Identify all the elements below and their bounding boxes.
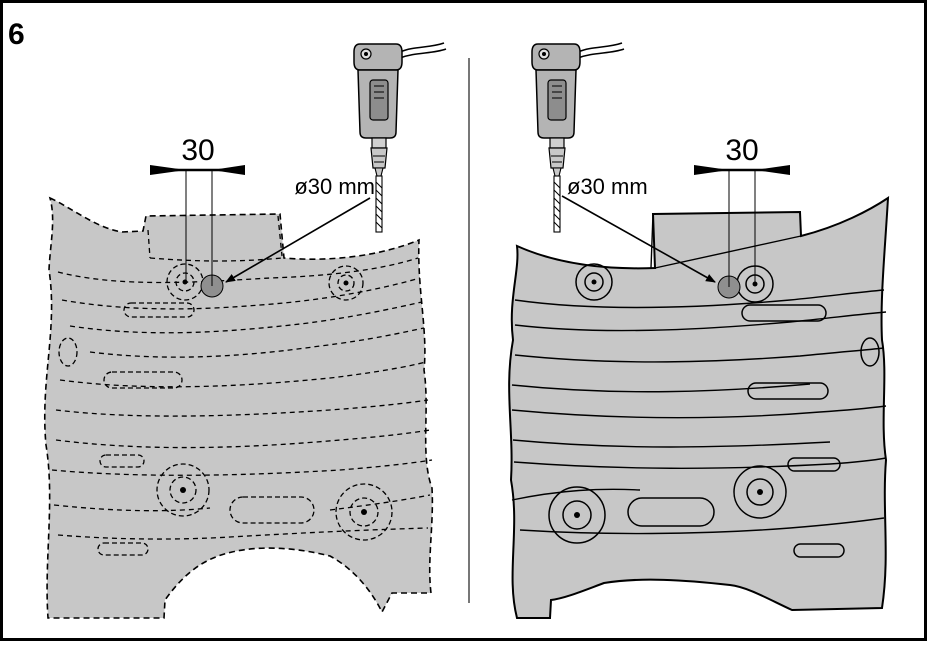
right-drill-size-label: ø30 mm [567, 174, 648, 199]
right-part-outline [508, 197, 889, 619]
left-drill-icon [353, 42, 447, 233]
right-leader-arrow [561, 195, 716, 283]
right-dimension-label: 30 [725, 134, 758, 167]
right-dimension [694, 165, 790, 287]
left-drill-size-label: ø30 mm [294, 174, 375, 199]
left-panel: 30 ø30 mm [43, 42, 447, 619]
left-dimension [150, 165, 245, 286]
right-panel: 30 ø30 mm [508, 42, 889, 619]
right-drill-icon [531, 42, 625, 233]
step-number: 6 [8, 18, 25, 51]
left-part-dashed-outline [43, 197, 434, 619]
left-dimension-label: 30 [181, 134, 214, 167]
left-leader-arrow [225, 197, 371, 283]
